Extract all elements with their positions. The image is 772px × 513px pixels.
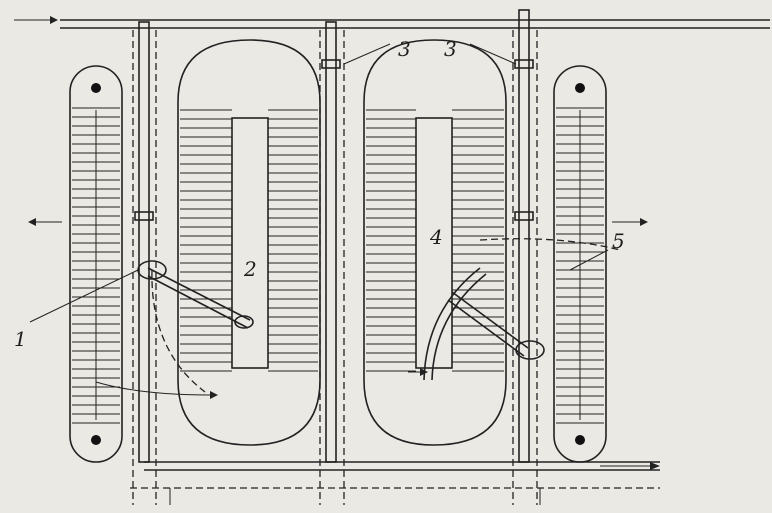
side-arrows	[28, 218, 648, 226]
label-2: 2	[243, 257, 257, 281]
top-supply-pipe	[14, 16, 770, 29]
right-narrow-field	[553, 65, 607, 463]
center-right-field	[363, 39, 507, 446]
label-1: 1	[14, 327, 27, 351]
label-5: 5	[612, 229, 625, 253]
sprinkler-wing-left	[95, 260, 254, 399]
label-3-right: 3	[444, 37, 457, 61]
leader-lines	[29, 43, 609, 323]
label-4: 4	[429, 225, 443, 249]
label-3-left: 3	[398, 37, 411, 61]
center-left-field	[177, 39, 321, 446]
left-narrow-field	[69, 65, 123, 463]
sprinkler-wing-right	[408, 238, 621, 381]
